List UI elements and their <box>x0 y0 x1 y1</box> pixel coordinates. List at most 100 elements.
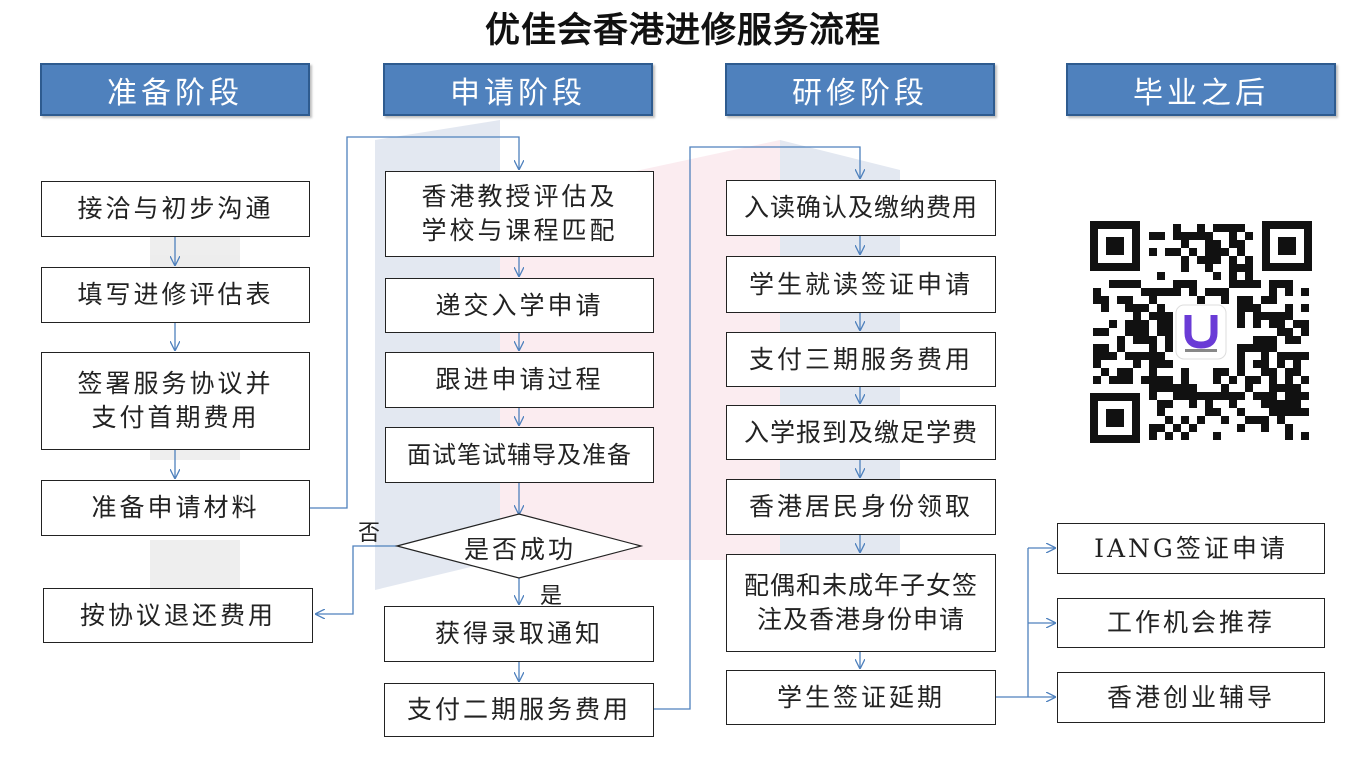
qr-module <box>1237 368 1245 376</box>
qr-module <box>1117 344 1125 352</box>
qr-module <box>1133 328 1141 336</box>
qr-module <box>1149 352 1157 360</box>
qr-module <box>1285 352 1293 360</box>
qr-module <box>1189 384 1197 392</box>
qr-module <box>1093 288 1101 296</box>
qr-module <box>1125 304 1133 312</box>
qr-module <box>1253 376 1261 384</box>
qr-module <box>1213 408 1221 416</box>
qr-module <box>1141 288 1149 296</box>
qr-module <box>1149 336 1157 344</box>
qr-module <box>1101 296 1109 304</box>
qr-module <box>1293 360 1301 368</box>
qr-module <box>1133 360 1141 368</box>
qr-module <box>1213 256 1221 264</box>
step-enrollment-confirm: 入读确认及缴纳费用 <box>726 180 996 236</box>
qr-module <box>1285 408 1293 416</box>
qr-module <box>1229 240 1237 248</box>
qr-module <box>1197 256 1205 264</box>
qr-module <box>1189 288 1197 296</box>
qr-module <box>1165 416 1173 424</box>
qr-module <box>1117 280 1125 288</box>
qr-module <box>1269 376 1277 384</box>
qr-module <box>1269 408 1277 416</box>
qr-module <box>1245 272 1253 280</box>
qr-module <box>1101 304 1109 312</box>
qr-module <box>1245 256 1253 264</box>
qr-module <box>1293 384 1301 392</box>
qr-module <box>1117 336 1125 344</box>
qr-module <box>1245 296 1253 304</box>
qr-module <box>1277 320 1285 328</box>
qr-module <box>1165 344 1173 352</box>
qr-module <box>1181 232 1189 240</box>
qr-module <box>1261 352 1269 360</box>
qr-module <box>1141 336 1149 344</box>
qr-module <box>1181 416 1189 424</box>
qr-module <box>1141 304 1149 312</box>
qr-module <box>1269 320 1277 328</box>
qr-module <box>1221 248 1229 256</box>
qr-module <box>1229 400 1237 408</box>
step-interview-prep: 面试笔试辅导及准备 <box>385 427 654 483</box>
qr-module <box>1213 392 1221 400</box>
qr-module <box>1149 232 1157 240</box>
qr-module <box>1213 432 1221 440</box>
qr-module <box>1237 320 1245 328</box>
qr-module <box>1149 432 1157 440</box>
qr-module <box>1197 224 1205 232</box>
qr-module <box>1269 344 1277 352</box>
qr-module <box>1245 280 1253 288</box>
qr-module <box>1221 224 1229 232</box>
qr-module <box>1157 232 1165 240</box>
qr-module <box>1205 264 1213 272</box>
qr-module <box>1261 424 1269 432</box>
qr-module <box>1237 224 1245 232</box>
qr-module <box>1125 368 1133 376</box>
qr-module <box>1149 248 1157 256</box>
qr-module <box>1237 344 1245 352</box>
qr-module <box>1093 376 1101 384</box>
qr-module <box>1149 360 1157 368</box>
decision-diamond <box>394 513 644 579</box>
qr-module <box>1165 376 1173 384</box>
qr-module <box>1149 424 1157 432</box>
qr-module <box>1125 328 1133 336</box>
qr-module <box>1165 336 1173 344</box>
qr-module <box>1125 352 1133 360</box>
qr-module <box>1261 392 1269 400</box>
qr-module <box>1189 424 1197 432</box>
qr-module <box>1237 360 1245 368</box>
qr-module <box>1157 360 1165 368</box>
step-admission-notice: 获得录取通知 <box>384 606 654 662</box>
qr-module <box>1157 352 1165 360</box>
step-submit-application: 递交入学申请 <box>385 278 654 333</box>
yes-label: 是 <box>540 584 563 609</box>
qr-module <box>1205 408 1213 416</box>
qr-module <box>1277 400 1285 408</box>
qr-module <box>1165 248 1173 256</box>
qr-module <box>1301 408 1309 416</box>
qr-module <box>1093 344 1101 352</box>
qr-module <box>1173 248 1181 256</box>
qr-module <box>1133 320 1141 328</box>
qr-module <box>1149 312 1157 320</box>
qr-module <box>1237 408 1245 416</box>
qr-module <box>1277 328 1285 336</box>
u-logo-icon <box>1175 304 1227 360</box>
qr-module <box>1205 248 1213 256</box>
qr-module <box>1253 344 1261 352</box>
qr-module <box>1237 240 1245 248</box>
qr-module <box>1253 280 1261 288</box>
qr-module <box>1261 360 1269 368</box>
qr-module <box>1229 264 1237 272</box>
no-label: 否 <box>358 521 381 546</box>
qr-module <box>1149 392 1157 400</box>
qr-module <box>1285 376 1293 384</box>
qr-module <box>1237 296 1245 304</box>
qr-module <box>1293 392 1301 400</box>
qr-module <box>1189 280 1197 288</box>
qr-module <box>1093 360 1101 368</box>
qr-module <box>1301 376 1309 384</box>
qr-module <box>1181 384 1189 392</box>
